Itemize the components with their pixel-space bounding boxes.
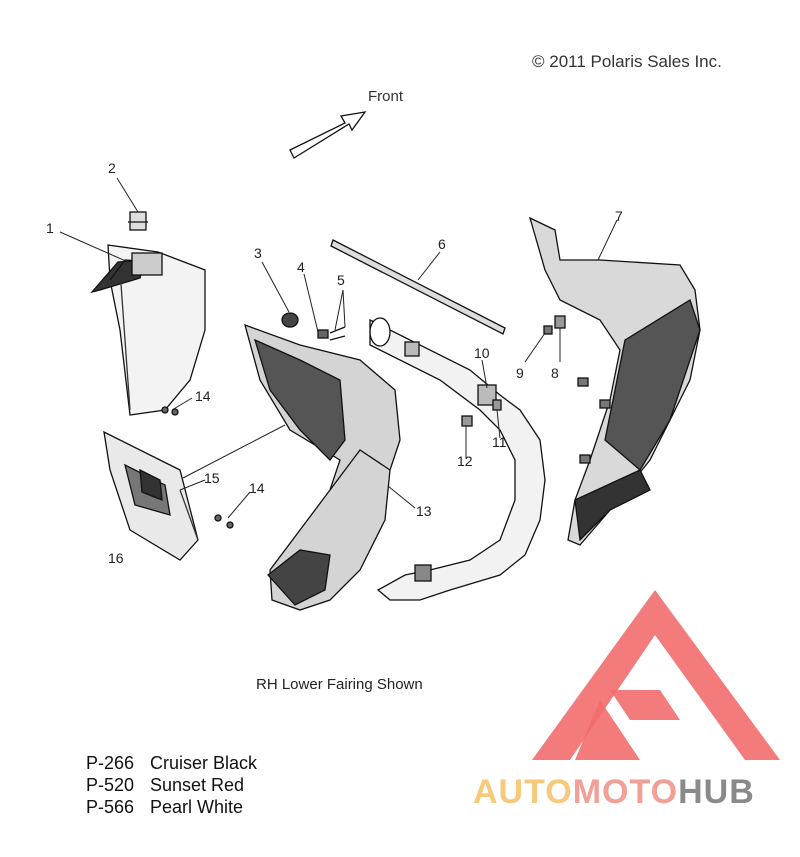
callout-12: 12 xyxy=(457,453,473,469)
callout-11: 11 xyxy=(492,434,507,450)
copyright-notice: © 2011 Polaris Sales Inc. xyxy=(532,52,722,71)
watermark-moto: MOTO xyxy=(572,773,679,811)
color-code-row: P-566 Pearl White xyxy=(86,796,257,818)
part-16-panel xyxy=(103,430,199,561)
color-code-row: P-520 Sunset Red xyxy=(86,774,257,796)
watermark-logo-triangle xyxy=(532,590,780,760)
exhaust-tube xyxy=(369,317,546,601)
color-name: Cruiser Black xyxy=(150,753,258,773)
part-6-strip xyxy=(330,239,506,335)
part-13-fairing xyxy=(244,323,401,611)
small-screws xyxy=(161,406,234,529)
bolts xyxy=(461,315,566,427)
callout-9: 9 xyxy=(516,365,524,381)
callout-3: 3 xyxy=(254,245,262,261)
callout-5: 5 xyxy=(337,272,345,288)
color-code-row: P-266 Cruiser Black xyxy=(86,752,257,774)
callout-2: 2 xyxy=(108,160,116,176)
part-3-grommet xyxy=(281,312,299,328)
front-direction-label: Front xyxy=(368,88,404,105)
callout-13: 13 xyxy=(416,503,432,519)
callout-14-lower: 14 xyxy=(249,480,265,496)
color-code: P-266 xyxy=(86,753,135,773)
diagram-caption: RH Lower Fairing Shown xyxy=(256,676,423,693)
part-1-panel xyxy=(90,244,206,416)
front-arrow-icon xyxy=(289,111,367,159)
callout-1: 1 xyxy=(46,220,54,236)
callout-16: 16 xyxy=(108,550,124,566)
callout-6: 6 xyxy=(438,236,446,252)
part-4-5-fasteners xyxy=(317,326,346,341)
watermark-auto: AUTO xyxy=(473,773,573,811)
color-code: P-520 xyxy=(86,775,135,795)
leader-lines xyxy=(59,177,618,519)
callout-7: 7 xyxy=(615,208,623,224)
color-name: Pearl White xyxy=(150,797,244,817)
callout-4: 4 xyxy=(297,259,305,275)
callout-15: 15 xyxy=(204,470,220,486)
callout-8: 8 xyxy=(551,365,559,381)
watermark-logo-text: AUTOMOTOHUB xyxy=(473,773,755,812)
color-code-list: P-266 Cruiser Black P-520 Sunset Red P-5… xyxy=(86,752,257,818)
part-7-fairing xyxy=(528,216,701,546)
callout-14-upper: 14 xyxy=(195,388,211,404)
callout-10: 10 xyxy=(474,345,490,361)
part-2-clip xyxy=(128,211,148,231)
watermark-hub: HUB xyxy=(678,773,755,811)
color-name: Sunset Red xyxy=(150,775,245,795)
color-code: P-566 xyxy=(86,797,135,817)
